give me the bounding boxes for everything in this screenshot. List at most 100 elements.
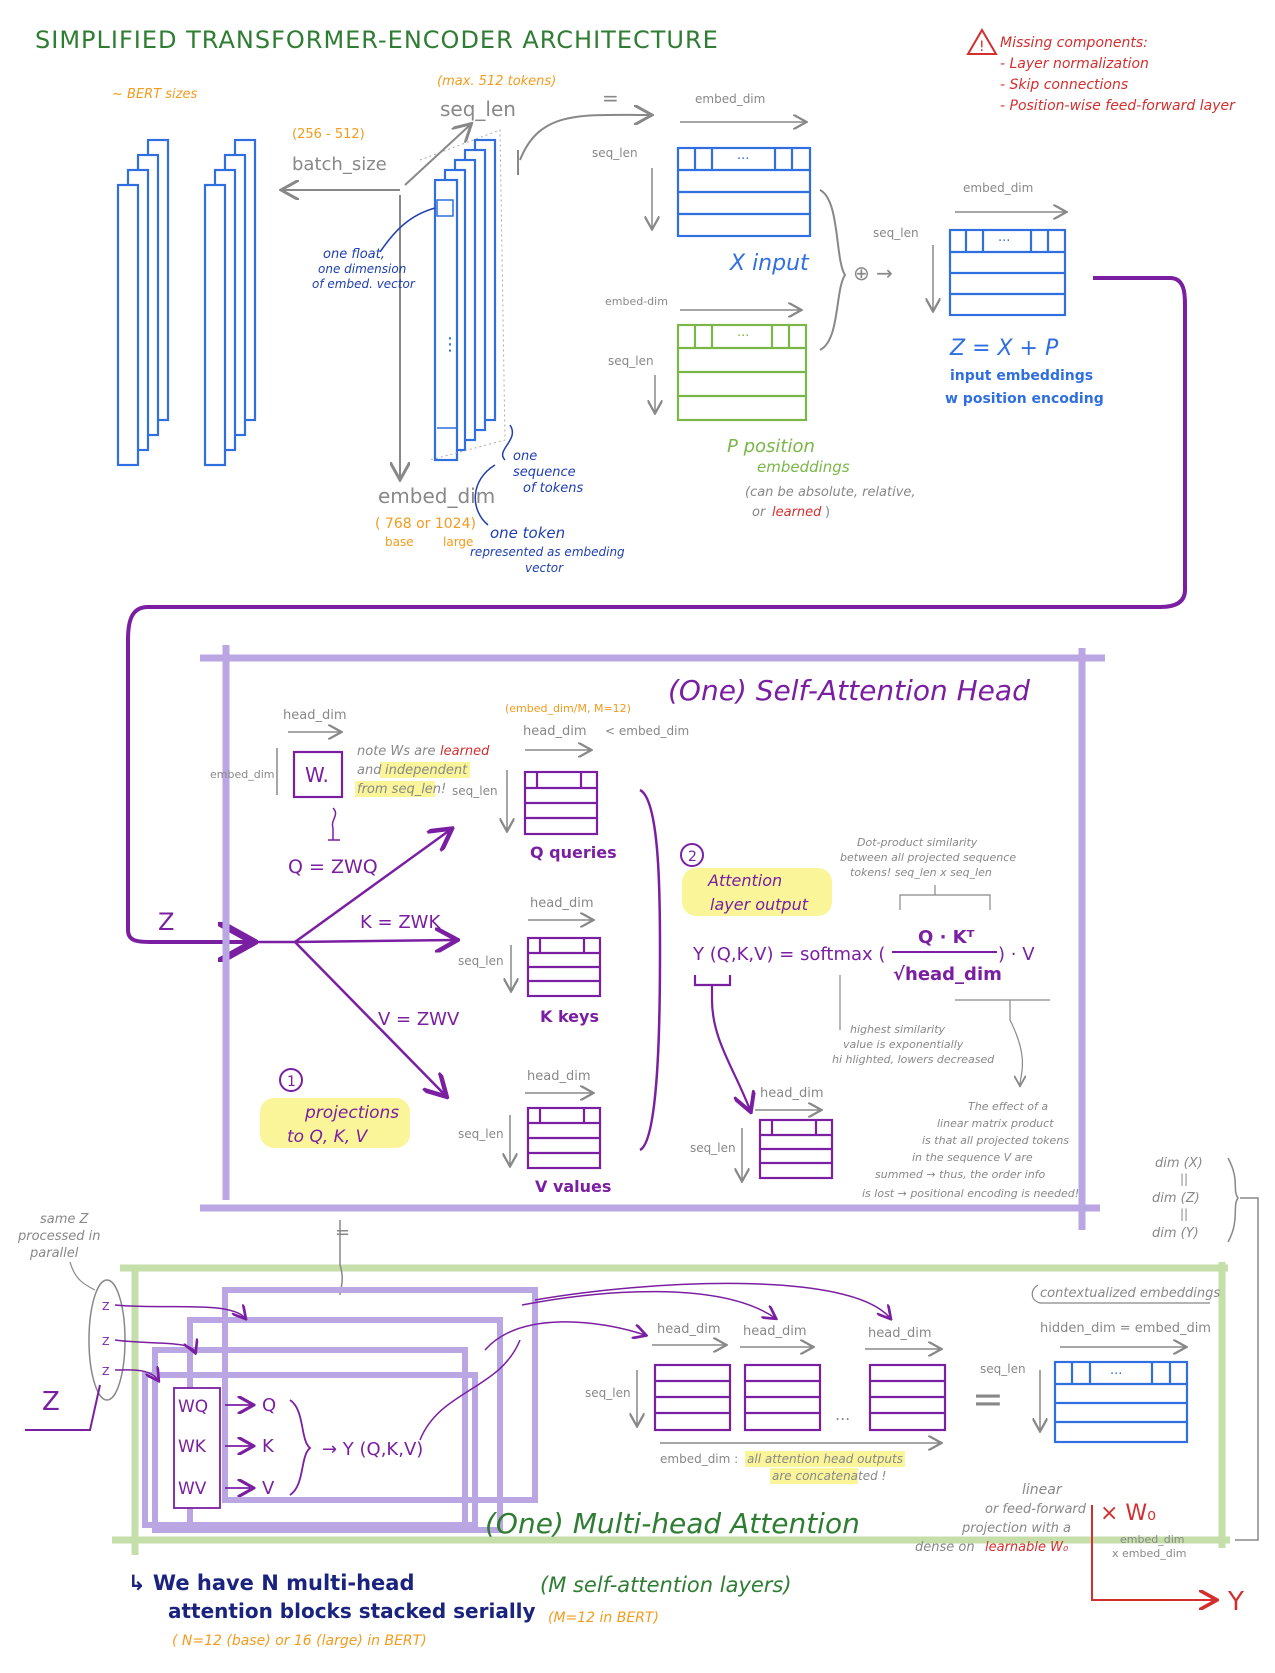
concat-label-a: embed_dim : bbox=[660, 1452, 738, 1466]
y-output-matrix bbox=[758, 1118, 834, 1180]
svg-text:linear: linear bbox=[1022, 1482, 1063, 1498]
big-equals: = bbox=[972, 1377, 1004, 1421]
stack-note-c: ( N=12 (base) or 16 (large) in BERT) bbox=[172, 1633, 427, 1649]
attention-formula-rhs: ) · V bbox=[998, 944, 1035, 965]
w-head-dim-label: head_dim bbox=[283, 708, 346, 723]
svg-text:Z: Z bbox=[102, 1365, 110, 1378]
svg-text:same Z: same Z bbox=[40, 1212, 90, 1227]
wq-label: WQ bbox=[178, 1397, 208, 1417]
v-head-dim-label: head_dim bbox=[527, 1069, 590, 1084]
attention-formula-lhs: Y (Q,K,V) = softmax ( bbox=[692, 944, 885, 965]
mh-v: V bbox=[262, 1478, 275, 1499]
base-label: base bbox=[385, 535, 414, 549]
p-label: P position bbox=[727, 436, 815, 457]
v-formula: V = ZWV bbox=[378, 1009, 460, 1030]
wk-label: WK bbox=[178, 1437, 207, 1457]
vector-dots: ⋮ bbox=[441, 334, 459, 355]
w-stack-box bbox=[173, 1387, 221, 1509]
svg-text:dense on: dense on bbox=[915, 1540, 975, 1555]
qkv-brace bbox=[639, 788, 662, 1152]
x-cell-dots: ··· bbox=[737, 152, 749, 167]
z-embed-dim-label: embed_dim bbox=[963, 181, 1033, 195]
attention-formula-num: Q · Kᵀ bbox=[918, 927, 975, 948]
mh-k: K bbox=[262, 1436, 275, 1457]
k-arrow bbox=[294, 940, 455, 942]
svg-text:Dot-product similarity: Dot-product similarity bbox=[857, 836, 978, 849]
svg-text:is lost → positional encoding: is lost → positional encoding is needed! bbox=[862, 1187, 1079, 1200]
w-note-1a: note Ws are bbox=[357, 744, 436, 759]
head-output-3 bbox=[868, 1363, 947, 1432]
embed-dim-label: embed_dim bbox=[378, 484, 495, 508]
svg-text:dim (X): dim (X) bbox=[1155, 1156, 1203, 1171]
v-matrix bbox=[526, 1106, 602, 1170]
z-matrix bbox=[948, 228, 1067, 317]
k-label: K keys bbox=[540, 1007, 599, 1026]
head-output-1 bbox=[653, 1363, 732, 1432]
y-output-label: Y bbox=[1227, 1587, 1244, 1617]
w0-dims-2: x embed_dim bbox=[1112, 1547, 1186, 1560]
svg-text:of tokens: of tokens bbox=[523, 481, 583, 496]
wv-label: WV bbox=[178, 1479, 207, 1499]
missing-item-2: - Skip connections bbox=[1000, 77, 1128, 93]
w-matrix bbox=[292, 750, 344, 799]
stack-note-b: attention blocks stacked serially bbox=[168, 1599, 536, 1623]
step-1-label-b: to Q, K, V bbox=[287, 1127, 369, 1147]
z-copies-ellipse bbox=[88, 1279, 126, 1401]
one-sequence-note: one sequence of tokens bbox=[502, 424, 583, 496]
multi-head-title: (One) Multi-head Attention bbox=[485, 1507, 860, 1540]
plus-arrow: ⊕ → bbox=[853, 261, 893, 285]
svg-text:learnable W₀: learnable W₀ bbox=[985, 1540, 1069, 1555]
q-matrix bbox=[523, 770, 599, 836]
svg-text:highest similarity: highest similarity bbox=[850, 1023, 946, 1036]
warning-icon bbox=[966, 28, 998, 55]
mh-z-input: Z bbox=[42, 1387, 60, 1417]
missing-item-1: - Layer normalization bbox=[1000, 56, 1149, 72]
head-output-2 bbox=[743, 1363, 822, 1432]
z-desc-1: input embeddings bbox=[950, 368, 1093, 384]
large-label: large bbox=[443, 535, 473, 549]
z-formula: Z = X + P bbox=[949, 336, 1059, 361]
svg-text:one float,: one float, bbox=[323, 247, 385, 262]
max-tokens-label: (max. 512 tokens) bbox=[437, 74, 556, 89]
p-seq-len-label: seq_len bbox=[608, 354, 654, 368]
svg-text:one token: one token bbox=[490, 524, 565, 542]
svg-text:vector: vector bbox=[525, 561, 564, 575]
x-input-matrix bbox=[676, 146, 812, 238]
svg-text:represented as embeding: represented as embeding bbox=[470, 545, 625, 559]
svg-text:dim (Y): dim (Y) bbox=[1152, 1226, 1199, 1241]
m-value-label: (M=12 in BERT) bbox=[548, 1610, 659, 1626]
p-note-2c: ) bbox=[825, 505, 830, 520]
self-attention-title: (One) Self-Attention Head bbox=[668, 674, 1030, 707]
multi-head-frame bbox=[112, 1262, 1230, 1555]
same-z-note: same Z processed in parallel bbox=[17, 1212, 100, 1291]
z-desc-2: w position encoding bbox=[945, 391, 1104, 407]
q-seq-len-label: seq_len bbox=[452, 784, 498, 798]
concat-label-c: are concatenated ! bbox=[772, 1469, 886, 1483]
svg-text:tokens! seq_len x seq_len: tokens! seq_len x seq_len bbox=[850, 866, 992, 879]
k-seq-len-label: seq_len bbox=[458, 954, 504, 968]
contextualized-matrix bbox=[1053, 1360, 1189, 1444]
seq-len-arrow bbox=[404, 125, 470, 186]
effect-note: The effect of a linear matrix product is… bbox=[862, 1100, 1079, 1200]
k-matrix bbox=[526, 936, 602, 998]
w-note-3: from seq_len! bbox=[357, 782, 446, 797]
heads-ellipsis: ... bbox=[835, 1405, 850, 1424]
mh-y: → Y (Q,K,V) bbox=[322, 1439, 423, 1460]
v-seq-len-label: seq_len bbox=[458, 1127, 504, 1141]
z-cell-dots: ··· bbox=[998, 234, 1010, 249]
svg-text:is that all projected tokens: is that all projected tokens bbox=[922, 1134, 1069, 1147]
svg-text:or feed-forward: or feed-forward bbox=[985, 1502, 1087, 1517]
float-cell bbox=[436, 199, 454, 217]
w-note-2b: independent bbox=[385, 763, 468, 778]
step-1-label-a: projections bbox=[304, 1103, 399, 1123]
w0-arrow bbox=[1091, 1505, 1215, 1600]
svg-text:one: one bbox=[513, 449, 537, 464]
svg-text:dim (Z): dim (Z) bbox=[1152, 1191, 1200, 1206]
svg-text:projection with a: projection with a bbox=[961, 1521, 1071, 1536]
xp-brace bbox=[819, 189, 847, 351]
missing-title: Missing components: bbox=[1000, 35, 1148, 51]
z-input-label: Z bbox=[158, 908, 174, 936]
v-label: V values bbox=[535, 1177, 611, 1196]
v-arrow bbox=[294, 941, 445, 1095]
svg-text:of embed. vector: of embed. vector bbox=[312, 277, 416, 291]
